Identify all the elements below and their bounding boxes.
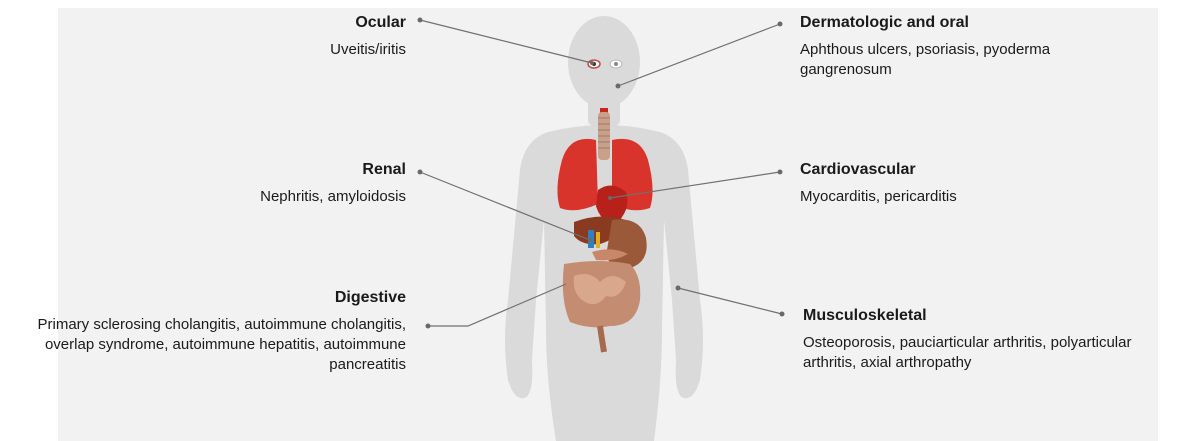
dermatologic-title: Dermatologic and oral [800, 13, 1100, 33]
digestive-title: Digestive [26, 288, 406, 308]
dermatologic-label: Dermatologic and oral Aphthous ulcers, p… [800, 13, 1100, 80]
ocular-desc: Uveitis/iritis [330, 40, 406, 60]
digestive-desc: Primary sclerosing cholangitis, autoimmu… [26, 315, 406, 375]
ocular-title: Ocular [330, 13, 406, 33]
cardiovascular-label: Cardiovascular Myocarditis, pericarditis [800, 160, 957, 207]
cardiovascular-desc: Myocarditis, pericarditis [800, 187, 957, 207]
musculoskeletal-desc: Osteoporosis, pauciarticular arthritis, … [803, 333, 1133, 373]
musculoskeletal-label: Musculoskeletal Osteoporosis, pauciartic… [803, 306, 1133, 373]
cardiovascular-title: Cardiovascular [800, 160, 957, 180]
renal-label: Renal Nephritis, amyloidosis [260, 160, 406, 207]
dermatologic-leader [618, 24, 780, 86]
ocular-label: Ocular Uveitis/iritis [330, 13, 406, 60]
dermatologic-desc: Aphthous ulcers, psoriasis, pyoderma gan… [800, 40, 1100, 80]
musculoskeletal-title: Musculoskeletal [803, 306, 1133, 326]
renal-desc: Nephritis, amyloidosis [260, 187, 406, 207]
ocular-leader [420, 20, 592, 63]
renal-title: Renal [260, 160, 406, 180]
trachea [598, 108, 610, 160]
digestive-label: Digestive Primary sclerosing cholangitis… [26, 288, 406, 375]
